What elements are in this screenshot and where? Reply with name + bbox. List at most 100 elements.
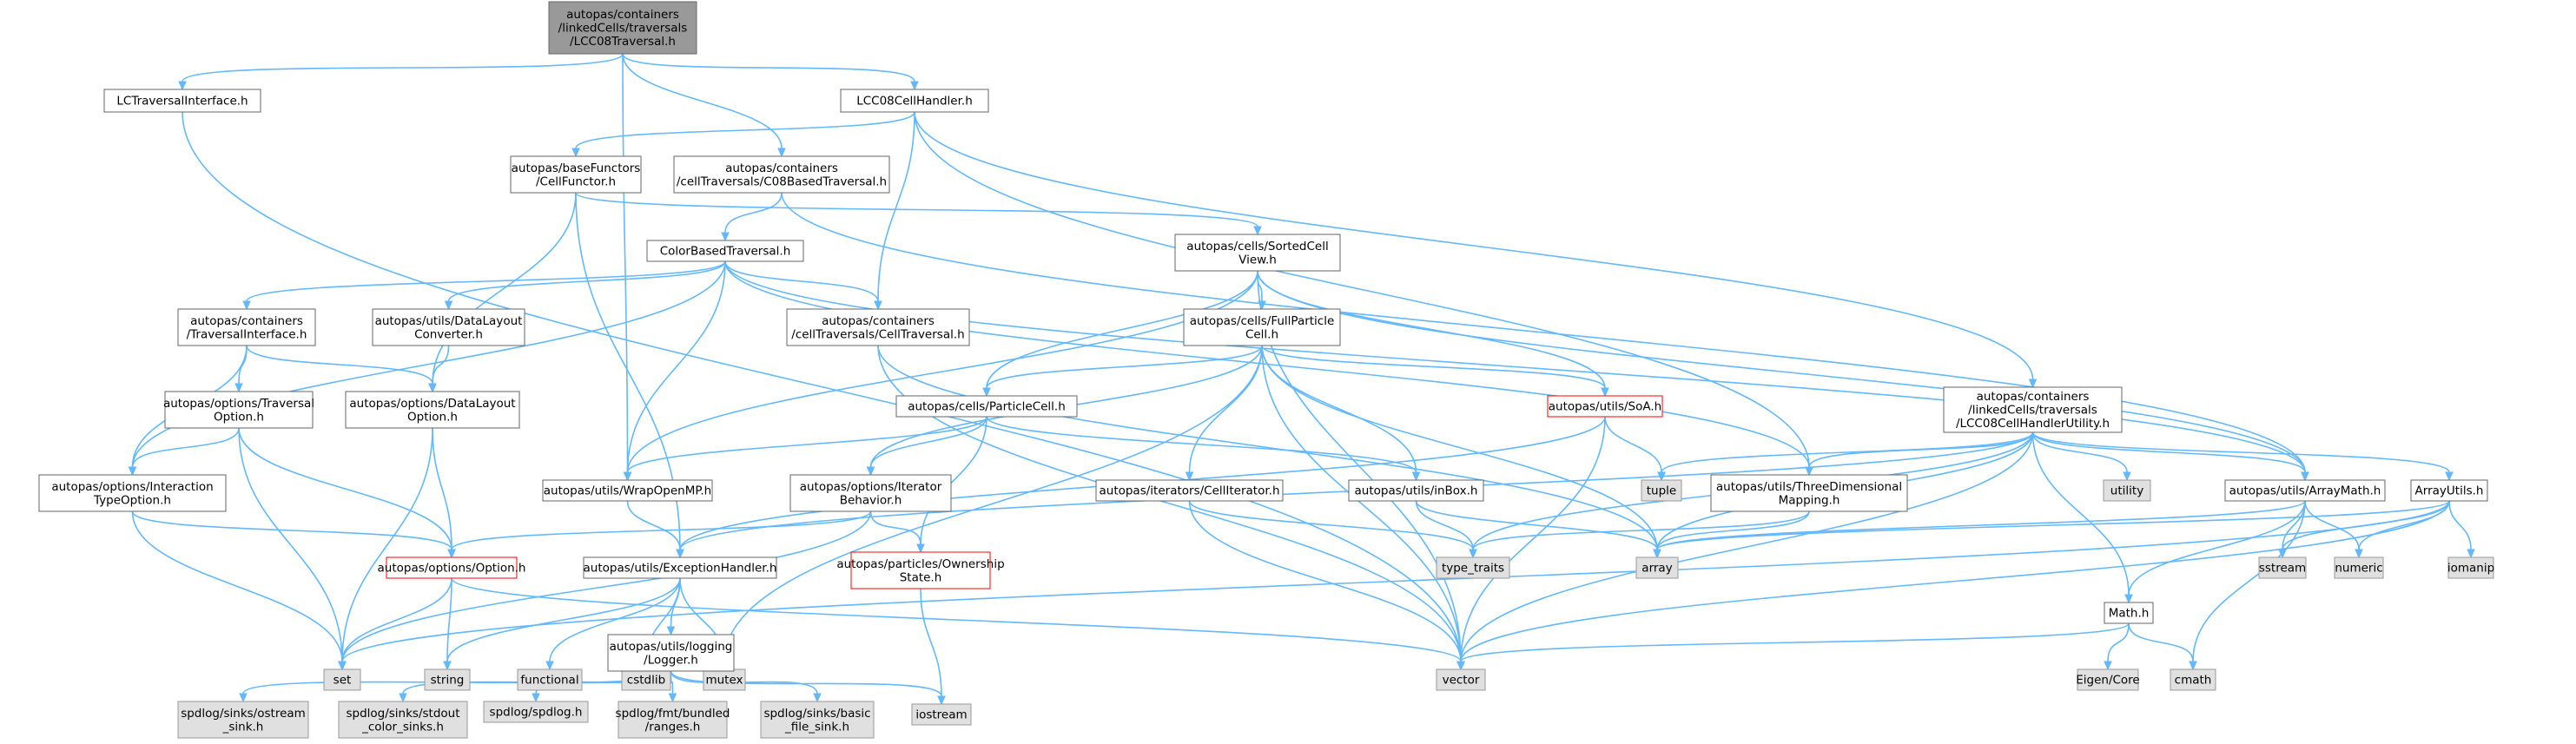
edge-threedim-to-typetraits [1469, 510, 1810, 559]
node-box [2447, 556, 2494, 579]
node-mutex: mutex [703, 668, 746, 691]
node-mathh[interactable]: Math.h [2104, 602, 2154, 624]
node-box [646, 240, 804, 262]
edge-line [2448, 500, 2472, 550]
edge-interopt-to-set [131, 510, 347, 671]
edge-line [724, 260, 879, 302]
node-soa[interactable]: autopas/utils/SoA.h [1547, 395, 1663, 418]
edge-line [446, 577, 681, 662]
node-box [386, 556, 518, 579]
edge-line [626, 500, 681, 550]
node-label-line: cstdlib [627, 674, 665, 688]
node-wrapomp[interactable]: autopas/utils/WrapOpenMP.h [542, 479, 713, 502]
edge-arrowhead [721, 232, 730, 242]
node-label-line: /TraversalInterface.h [187, 327, 307, 341]
node-exchandler[interactable]: autopas/utils/ExceptionHandler.h [583, 556, 777, 579]
edge-option-to-string [443, 577, 452, 671]
edge-mathh-to-cmath [2128, 622, 2197, 671]
edge-arrowhead [813, 693, 822, 703]
edge-line [1261, 345, 1606, 389]
edge-iterbeh-to-set [338, 510, 872, 671]
node-label-line: autopas/options/DataLayout [349, 397, 515, 411]
node-box [2104, 602, 2154, 624]
edge-arrowhead [666, 626, 676, 636]
edge-line [451, 577, 1462, 662]
edge-chutil-to-threedim [1805, 431, 2034, 477]
edge-colorbased-to-wrapomp [623, 260, 726, 482]
edge-line [622, 53, 915, 82]
node-cellfunctor[interactable]: autopas/baseFunctors/CellFunctor.h [510, 155, 642, 194]
edge-arrowhead [1601, 387, 1609, 398]
edge-soa-to-tuple [1604, 416, 1666, 482]
edge-fullparticle-to-soa [1261, 345, 1609, 398]
edge-line [877, 345, 1462, 662]
node-label-line: ColorBasedTraversal.h [660, 245, 791, 259]
edge-line [1188, 500, 1462, 662]
edge-line [238, 427, 452, 550]
node-box [424, 668, 471, 691]
edge-arrowhead [571, 148, 580, 158]
node-travif[interactable]: autopas/containers/TraversalInterface.h [177, 308, 316, 346]
node-label-line: Converter.h [414, 327, 483, 341]
node-lctif[interactable]: LCTraversalInterface.h [103, 89, 261, 113]
edge-arrowhead [1805, 466, 1813, 477]
node-box [911, 703, 972, 726]
node-c08based[interactable]: autopas/containers/cellTraversals/C08Bas… [673, 155, 890, 194]
node-box [1436, 556, 1510, 579]
node-chutil[interactable]: autopas/containers/linkedCells/traversal… [1943, 386, 2123, 433]
node-arraymath[interactable]: autopas/utils/ArrayMath.h [2224, 479, 2386, 502]
node-root[interactable]: autopas/containers/linkedCells/traversal… [548, 1, 697, 55]
edge-colorbased-to-celltrav [724, 260, 882, 311]
node-box [607, 634, 735, 672]
node-label-line: Eigen/Core [2076, 674, 2140, 688]
edge-arrowhead [2355, 549, 2363, 559]
node-label-line: autopas/cells/FullParticle [1190, 314, 1335, 328]
edge-iterbeh-to-option [447, 510, 872, 559]
node-label-line: spdlog/fmt/bundled [616, 707, 730, 721]
node-box [1183, 308, 1341, 346]
node-box [2410, 479, 2488, 502]
node-label-line: autopas/iterators/CellIterator.h [1099, 484, 1279, 498]
node-arrayutils[interactable]: ArrayUtils.h [2410, 479, 2488, 502]
edge-line [920, 588, 942, 697]
edge-line [131, 510, 452, 550]
node-label-line: autopas/containers [190, 314, 303, 328]
edge-line [626, 416, 987, 473]
edge-arrowhead [874, 300, 882, 311]
node-label-line: autopas/containers [822, 314, 935, 328]
node-label-line: /Logger.h [644, 653, 698, 667]
edge-line [238, 345, 248, 385]
edge-arrowhead [242, 300, 251, 311]
node-label-line: functional [520, 674, 578, 688]
edge-particlecell-to-wrapomp [623, 416, 987, 482]
node-particlecell[interactable]: autopas/cells/ParticleCell.h [895, 395, 1078, 418]
edge-line [986, 270, 1258, 389]
edge-line [341, 577, 452, 662]
node-celliter[interactable]: autopas/iterators/CellIterator.h [1095, 479, 1284, 502]
edge-c08based-to-colorbased [721, 192, 783, 242]
edge-arrowhead [2467, 549, 2475, 559]
node-lcc08ch[interactable]: LCC08CellHandler.h [840, 89, 989, 113]
edge-root-to-lctif [178, 53, 624, 91]
node-label-line: autopas/cells/SortedCell [1186, 240, 1328, 253]
node-box [2170, 668, 2216, 691]
node-celltrav[interactable]: autopas/containers/cellTraversals/CellTr… [786, 308, 970, 346]
node-option[interactable]: autopas/options/Option.h [378, 556, 526, 579]
edge-line [2192, 500, 2306, 662]
edge-option-to-set [338, 577, 452, 671]
node-inbox[interactable]: autopas/utils/inBox.h [1348, 479, 1484, 502]
node-logger[interactable]: autopas/utils/logging/Logger.h [607, 634, 735, 672]
edge-arrowhead [937, 695, 946, 706]
node-box [2224, 479, 2386, 502]
node-box [177, 701, 309, 739]
node-colorbased[interactable]: ColorBasedTraversal.h [646, 240, 804, 262]
